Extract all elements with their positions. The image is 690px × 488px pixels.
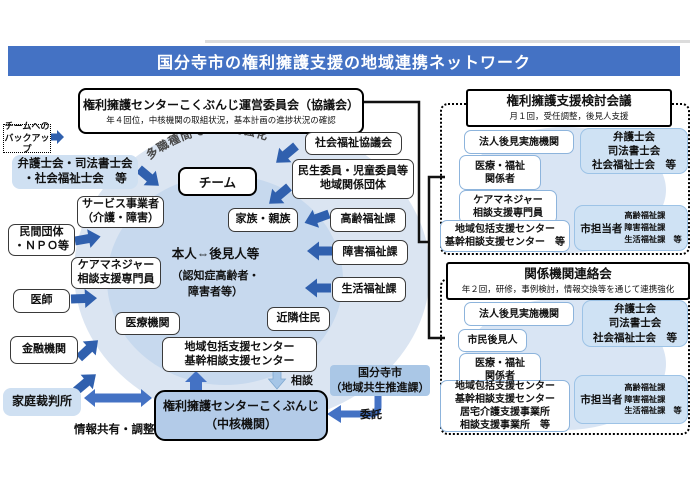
panel-review-meeting: 権利擁護支援検討会議 月１回，受任調整，後見人支援 法人後見実施機関 医療・福祉…	[440, 89, 690, 255]
panel2-title: 関係機関連絡会	[524, 267, 612, 282]
panel1-title: 権利擁護支援検討会議	[506, 94, 632, 109]
center-person-sublabel: （認知症高齢者・ 障害者等）	[171, 270, 260, 298]
itaku-label: 委託	[360, 409, 382, 421]
node-financial-institution: 金融機関	[10, 336, 78, 364]
page-edge-line	[205, 40, 690, 43]
panel2-node-bar: 弁護士会 司法書士会 社会福祉士会 等	[582, 300, 688, 347]
node-kenri-center-core: 権利擁護センターこくぶんじ （中核機関）	[154, 390, 328, 441]
node-life-welfare-dept: 生活福祉課	[332, 277, 406, 302]
node-kokubunji-city: 国分寺市 （地域共生推進課）	[330, 365, 430, 396]
panel2-subtitle: 年２回，研修，事例検討，情報交換等を通じて連携強化	[461, 283, 675, 294]
panel1-node-houkatsu: 地域包括支援センター 基幹相談支援センター 等	[440, 220, 570, 252]
panel1-node-houjin: 法人後見実施機関	[464, 130, 574, 154]
council-title: 権利擁護センターこくぶんじ運営委員会（協議会）	[82, 98, 359, 112]
council-subtitle: 年４回位，中核機関の取組状況，基本計画の進捗状況の確認	[106, 115, 336, 125]
panel1-node-bar: 弁護士会 司法書士会 社会福祉士会 等	[580, 128, 688, 174]
node-family-court: 家庭裁判所	[3, 388, 81, 416]
panel1-node-care-manager: ケアマネジャー 相談支援専門員	[459, 190, 557, 224]
team-backup-box: チームへの バックアップ	[3, 120, 51, 155]
node-disability-welfare-dept: 障害福祉課	[332, 240, 408, 265]
panel1-city-staff-label: 市担当者	[580, 222, 623, 235]
panel2-city-staff-depts: 高齢福祉課 障害福祉課 生活福祉課 等	[624, 382, 682, 416]
panel1-city-staff-depts: 高齢福祉課 障害福祉課 生活福祉課 等	[624, 211, 682, 244]
panel2-node-city-staff: 市担当者 高齢福祉課 障害福祉課 生活福祉課 等	[574, 375, 688, 424]
panel1-subtitle: 月１回，受任調整，後見人支援	[509, 110, 629, 121]
council-box: 権利擁護センターこくぶんじ運営委員会（協議会） 年４回位，中核機関の取組状況，基…	[78, 88, 364, 134]
panel1-title-box: 権利擁護支援検討会議 月１回，受任調整，後見人支援	[466, 89, 672, 127]
node-elderly-welfare-dept: 高齢福祉課	[330, 208, 406, 232]
panel2-title-box: 関係機関連絡会 年２回，研修，事例検討，情報交換等を通じて連携強化	[446, 262, 690, 300]
soudan-label: 相談	[291, 375, 313, 387]
node-bar-association: 弁護士会・司法書士会 ・社会福祉士会 等	[12, 155, 138, 189]
center-person-label: 本人⇔後見人等	[171, 246, 260, 261]
node-doctor: 医師	[13, 289, 70, 313]
node-service-provider: サービス事業者 （介護・障害）	[77, 196, 164, 228]
node-social-welfare-council: 社会福祉協議会	[305, 132, 402, 155]
panel2-city-staff-label: 市担当者	[580, 394, 623, 406]
panel2-node-citizen-guardian: 市民後見人	[458, 329, 527, 352]
node-npo: 民間団体 ・ＮＰＯ等	[8, 224, 75, 256]
node-welfare-commissioners: 民生委員・児童委員等 地域関係団体	[292, 159, 414, 199]
node-neighbors: 近隣住民	[267, 307, 330, 331]
node-houkatsu-center: 地域包括支援センター 基幹相談支援センター	[162, 337, 317, 372]
panel-liaison-meeting: 関係機関連絡会 年２回，研修，事例検討，情報交換等を通じて連携強化 法人後見実施…	[440, 262, 690, 435]
node-care-manager: ケアマネジャー 相談支援専門員	[71, 257, 161, 289]
arrow-backup-icon	[49, 130, 64, 144]
panel2-node-houkatsu: 地域包括支援センター 基幹相談支援センター 居宅介護支援事業所 相談支援事業所 …	[440, 380, 570, 432]
page-title: 国分寺市の権利擁護支援の地域連携ネットワーク	[8, 46, 680, 76]
node-team: チーム	[178, 167, 257, 196]
panel2-node-houjin: 法人後見実施機関	[464, 302, 574, 326]
node-medical-institution: 医療機関	[115, 312, 180, 335]
panel1-node-medical-welfare: 医療・福祉 関係者	[459, 155, 541, 190]
panel1-node-city-staff: 市担当者 高齢福祉課 障害福祉課 生活福祉課 等	[574, 205, 688, 251]
node-family-relatives: 家族・親族	[228, 208, 298, 232]
info-share-label: 情報共有・調整	[74, 424, 155, 436]
